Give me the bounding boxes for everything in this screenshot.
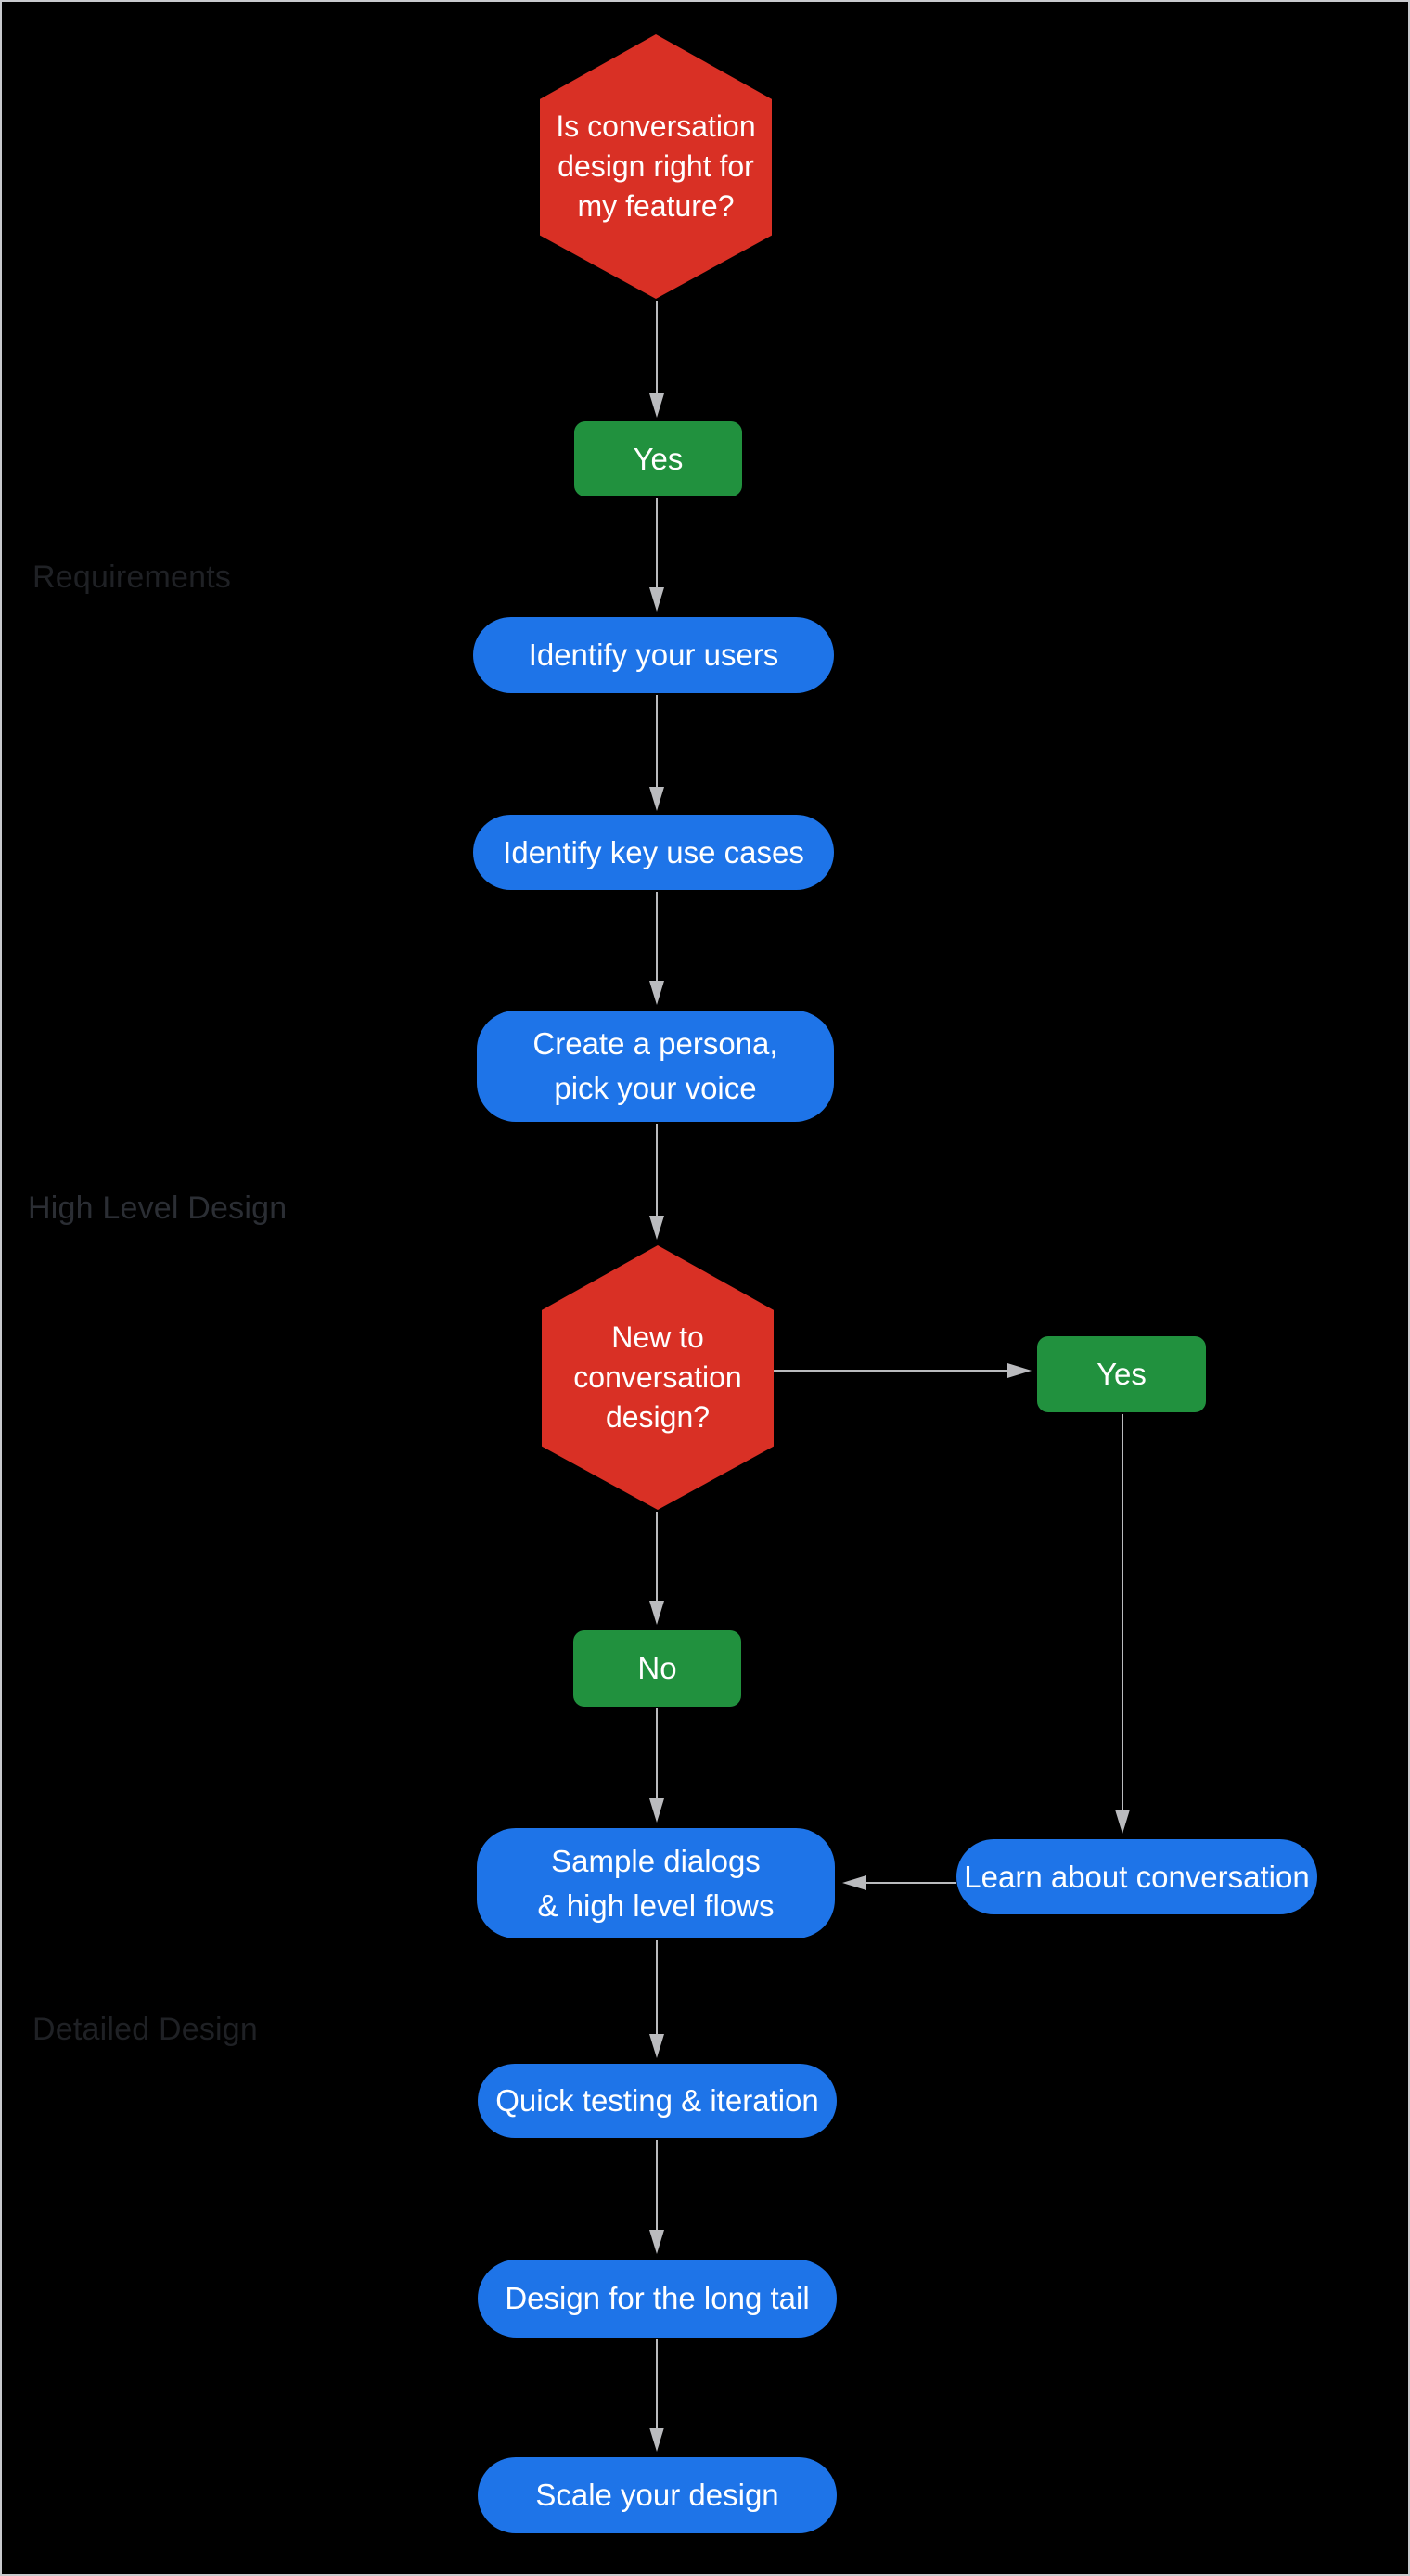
arrow-line [656, 2339, 658, 2431]
step-label-line: Sample dialogs [551, 1843, 761, 1878]
decision-text-line: design right for [558, 149, 754, 183]
step-create-persona-pick-voice[interactable]: Create a persona, pick your voice [477, 1011, 834, 1122]
arrow-head [649, 2034, 664, 2058]
arrow-head [1115, 1810, 1130, 1834]
arrow-use-cases-to-persona [649, 892, 664, 1005]
arrow-head [1007, 1363, 1032, 1378]
step-label: Design for the long tail [505, 2281, 810, 2315]
step-label: Identify key use cases [503, 834, 804, 869]
arrow-head [649, 787, 664, 811]
arrow-persona-to-new-decision [649, 1124, 664, 1240]
arrow-line [656, 892, 658, 985]
arrow-line [656, 498, 658, 591]
arrow-line [656, 1124, 658, 1219]
step-learn-about-conversation[interactable]: Learn about conversation [956, 1839, 1317, 1914]
arrow-yes-to-identify-users [649, 498, 664, 612]
decision-new-to-conversation-design[interactable]: New to conversation design? [542, 1245, 774, 1510]
decision-is-conversation-design-right[interactable]: Is conversation design right for my feat… [540, 34, 772, 299]
arrow-no-to-sample-dialogs [649, 1708, 664, 1823]
arrow-head [649, 1601, 664, 1625]
outcome-no-new-to-design[interactable]: No [573, 1630, 741, 1707]
arrow-head [649, 587, 664, 612]
decision-text-line: my feature? [577, 189, 735, 223]
arrow-start-to-yes [649, 301, 664, 418]
step-label: Learn about conversation [964, 1859, 1310, 1894]
step-identify-key-use-cases[interactable]: Identify key use cases [473, 815, 834, 890]
step-quick-testing-iteration[interactable]: Quick testing & iteration [478, 2064, 837, 2138]
section-label-detailed-design: Detailed Design [32, 2012, 259, 2047]
section-label-high-level-design: High Level Design [28, 1191, 288, 1226]
outcome-yes-start[interactable]: Yes [574, 421, 742, 496]
arrow-line [863, 1882, 956, 1884]
step-identify-your-users[interactable]: Identify your users [473, 617, 834, 693]
step-sample-dialogs-high-level-flows[interactable]: Sample dialogs & high level flows [477, 1828, 835, 1938]
step-design-for-long-tail[interactable]: Design for the long tail [478, 2260, 837, 2338]
arrow-quick-testing-to-long-tail [649, 2140, 664, 2254]
step-label: Quick testing & iteration [495, 2083, 819, 2118]
arrow-head [842, 1875, 866, 1890]
arrow-line [656, 1940, 658, 2038]
arrow-sample-dialogs-to-quick-testing [649, 1940, 664, 2058]
arrow-yes-to-learn-conversation [1115, 1414, 1130, 1834]
arrow-head [649, 393, 664, 418]
step-label-line: pick your voice [554, 1071, 757, 1105]
outcome-label: Yes [633, 441, 684, 476]
arrow-head [649, 2428, 664, 2452]
decision-text-line: design? [605, 1400, 711, 1434]
outcome-label: No [637, 1651, 677, 1685]
arrow-head [649, 981, 664, 1005]
outcome-yes-new-to-design[interactable]: Yes [1037, 1336, 1206, 1412]
arrow-new-decision-to-no [649, 1512, 664, 1625]
decision-text-line: conversation [573, 1360, 742, 1394]
arrow-identify-users-to-use-cases [649, 695, 664, 811]
step-label: Identify your users [528, 638, 779, 672]
step-label-line: & high level flows [537, 1887, 775, 1923]
arrow-head [649, 1216, 664, 1240]
step-scale-your-design[interactable]: Scale your design [478, 2457, 837, 2533]
arrow-line [656, 1512, 658, 1604]
arrow-learn-to-sample-dialogs [842, 1875, 956, 1890]
decision-text-line: Is conversation [556, 109, 756, 143]
arrow-head [649, 1798, 664, 1823]
arrow-line [1122, 1414, 1123, 1813]
decision-text-line: New to [611, 1320, 704, 1354]
section-label-requirements: Requirements [32, 560, 232, 595]
arrow-new-decision-to-yes [774, 1363, 1032, 1378]
arrow-line [656, 301, 658, 397]
arrow-line [656, 695, 658, 791]
arrow-long-tail-to-scale [649, 2339, 664, 2452]
arrow-line [774, 1370, 1011, 1372]
arrow-head [649, 2230, 664, 2254]
outcome-label: Yes [1096, 1357, 1147, 1391]
step-label-line: Create a persona, [532, 1026, 778, 1061]
arrow-line [656, 2140, 658, 2234]
arrow-line [656, 1708, 658, 1802]
step-label: Scale your design [535, 2478, 779, 2512]
